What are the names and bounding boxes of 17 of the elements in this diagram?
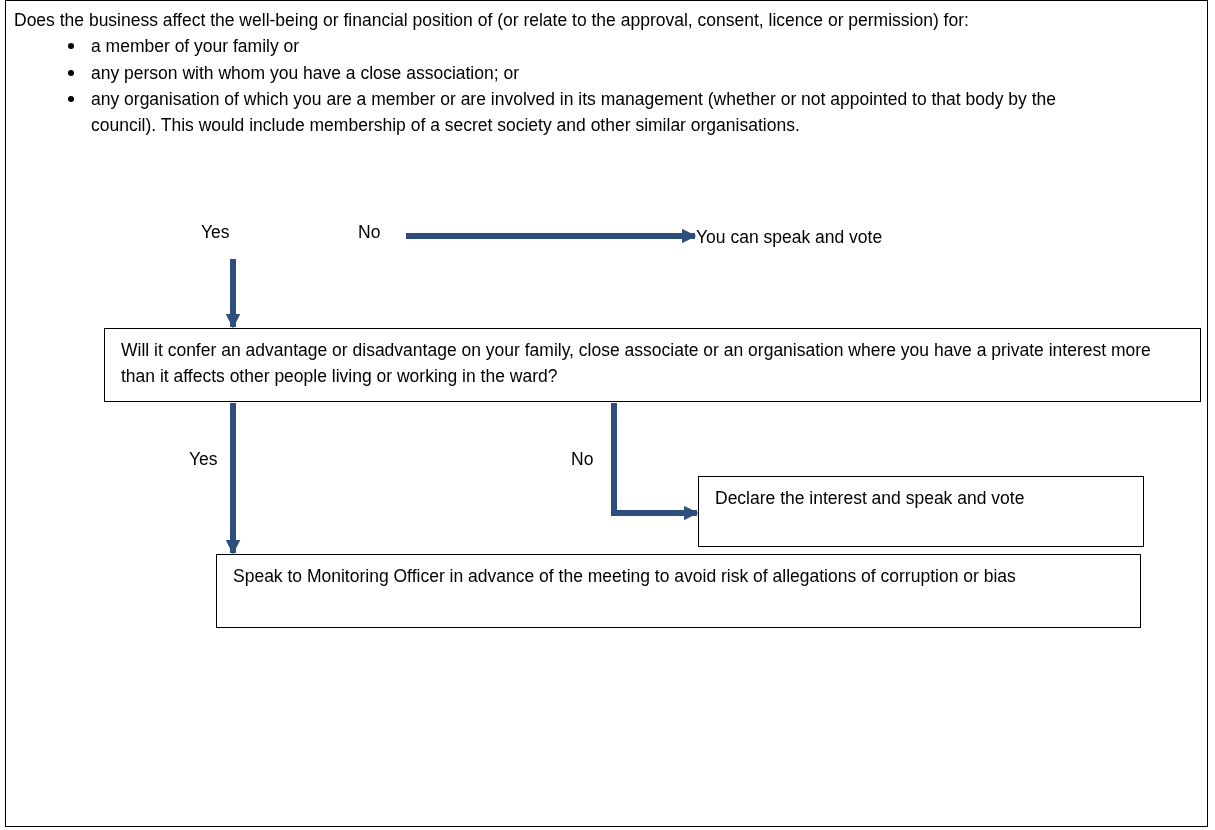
- arrow: [611, 403, 699, 521]
- bullet-text: any person with whom you have a close association; or: [91, 62, 519, 83]
- question-text: Does the business affect the well-being or financial position of (or relate to the approval, consent, licence or permission) for:: [14, 9, 970, 32]
- edge-label: No: [358, 221, 381, 244]
- outcome-box: Speak to Monitoring Officer in advance of the meeting to avoid risk of allegations of corruption or bias: [216, 554, 1141, 628]
- bullet-text: a member of your family or: [91, 36, 300, 57]
- outcome-text: You can speak and vote: [696, 224, 906, 249]
- question-box: Will it confer an advantage or disadvantage on your family, close associate or an organisation where you have a private interest more than it affects other people living or working in the ward?: [104, 328, 1201, 402]
- edge-label: Yes: [189, 448, 218, 471]
- outcome-box: Declare the interest and speak and vote: [698, 476, 1144, 547]
- arrow: [406, 228, 697, 244]
- edge-label: Yes: [201, 221, 230, 244]
- bullet-text: any organisation of which you are a member or are involved in its management (whether or not appointed to that body by the council). This would include membership of a secret society and other similar organisations.: [91, 88, 1056, 135]
- edge-label: No: [571, 448, 594, 471]
- question-box: [5, 0, 1208, 827]
- arrow: [225, 259, 241, 329]
- arrow: [225, 403, 241, 555]
